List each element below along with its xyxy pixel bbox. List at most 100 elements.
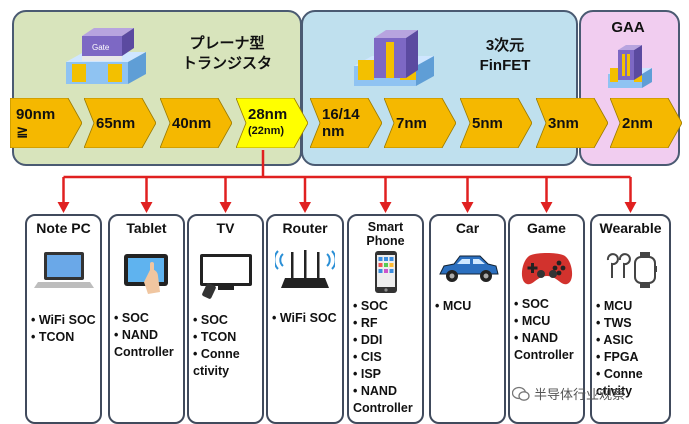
device-chip-list: • SOC• NAND Controller bbox=[114, 310, 174, 361]
chip-text: Controller bbox=[114, 345, 174, 359]
bullet: • bbox=[193, 330, 201, 344]
device-title: Router bbox=[282, 220, 328, 236]
chip-item: • Conne bbox=[596, 366, 643, 383]
chip-item: • SOC bbox=[193, 312, 240, 329]
finfet-title-line2: FinFET bbox=[479, 57, 531, 74]
node-size: 40nm bbox=[172, 114, 212, 132]
arrowhead bbox=[57, 202, 70, 213]
bullet: • bbox=[514, 297, 522, 311]
planar-title-line2: トランジスタ bbox=[181, 55, 272, 72]
device-box: Router • WiFi SOC bbox=[266, 214, 344, 424]
chip-text: Conne bbox=[200, 347, 240, 361]
node-size: 3nm bbox=[548, 114, 579, 132]
chip-text: ctivity bbox=[193, 364, 230, 378]
device-box: Car• MCU bbox=[429, 214, 506, 424]
bullet: • bbox=[514, 314, 522, 328]
chip-text: SOC bbox=[200, 313, 228, 327]
finfet-title: 3次元 FinFET bbox=[450, 36, 560, 76]
bullet: • bbox=[114, 328, 122, 342]
chip-item: • TWS bbox=[596, 315, 643, 332]
chip-item: • ISP bbox=[353, 366, 413, 383]
node-label: 7nm bbox=[396, 98, 427, 148]
bullet: • bbox=[596, 299, 604, 313]
planar-title-line1: プレーナ型 bbox=[189, 35, 265, 52]
finfet-illustration bbox=[354, 30, 434, 86]
bullet: • bbox=[353, 333, 361, 347]
chip-item: • MCU bbox=[435, 298, 471, 315]
device-title: Note PC bbox=[36, 220, 91, 236]
node-size: 65nm bbox=[96, 114, 136, 132]
bullet: • bbox=[596, 367, 604, 381]
chip-text: Conne bbox=[603, 367, 643, 381]
node-chevron: 40nm bbox=[160, 98, 232, 148]
node-chevron: 2nm bbox=[610, 98, 682, 148]
chip-item: • SOC bbox=[114, 310, 174, 327]
node-sub: (22nm) bbox=[248, 125, 285, 137]
node-size: 16/14 bbox=[322, 106, 360, 123]
chip-item: • DDI bbox=[353, 332, 413, 349]
chip-item: • FPGA bbox=[596, 349, 643, 366]
node-label: 40nm bbox=[172, 98, 211, 148]
node-label: 3nm bbox=[548, 98, 579, 148]
laptop-icon bbox=[33, 248, 94, 297]
node-size: 28nm bbox=[248, 106, 288, 123]
node-label: 2nm bbox=[622, 98, 653, 148]
chip-item: • MCU bbox=[596, 298, 643, 315]
device-chip-list: • WiFi SOC bbox=[272, 310, 337, 327]
bullet: • bbox=[353, 316, 361, 330]
chip-item: • SOC bbox=[514, 296, 574, 313]
chip-text: RF bbox=[360, 316, 378, 330]
tv-icon bbox=[196, 250, 256, 305]
node-chevron: 65nm bbox=[84, 98, 156, 148]
chip-item: • RF bbox=[353, 315, 413, 332]
device-box: Smart Phone• SOC• RF• DDI• CIS• ISP• NAN… bbox=[347, 214, 424, 424]
chip-text: WiFi SOC bbox=[38, 313, 96, 327]
bullet: • bbox=[353, 350, 361, 364]
node-label: 90nm≧ bbox=[16, 98, 55, 148]
chip-text: WiFi SOC bbox=[279, 311, 337, 325]
chip-text: FPGA bbox=[603, 350, 639, 364]
finfet-title-line1: 3次元 bbox=[485, 37, 525, 54]
node-label: 28nm (22nm) bbox=[248, 98, 287, 148]
bullet: • bbox=[193, 347, 201, 361]
watermark: 半导体行业观察 bbox=[512, 384, 625, 403]
bullet: • bbox=[596, 333, 604, 347]
bullet: • bbox=[596, 350, 604, 364]
node-size: 7nm bbox=[396, 114, 427, 132]
bullet: • bbox=[31, 313, 39, 327]
chip-text: ISP bbox=[360, 367, 382, 381]
node-size: 90nm bbox=[16, 106, 56, 123]
chip-text: CIS bbox=[360, 350, 382, 364]
gate-label: Gate bbox=[92, 43, 110, 52]
arrowhead bbox=[219, 202, 232, 213]
chip-text: MCU bbox=[521, 314, 551, 328]
smartphone-icon bbox=[373, 250, 399, 299]
bullet: • bbox=[272, 311, 280, 325]
watch-earbuds-icon bbox=[600, 250, 662, 295]
gaa-title: GAA bbox=[611, 19, 645, 36]
device-chip-list: • MCU bbox=[435, 298, 471, 315]
device-title: Tablet bbox=[126, 220, 167, 236]
arrowhead bbox=[140, 202, 153, 213]
chip-text: ctivity bbox=[596, 384, 633, 398]
chip-item: • CIS bbox=[353, 349, 413, 366]
chip-text: TCON bbox=[38, 330, 75, 344]
chip-text: MCU bbox=[442, 299, 472, 313]
wechat-icon bbox=[512, 386, 530, 401]
chip-text: TWS bbox=[603, 316, 632, 330]
chip-text: TCON bbox=[200, 330, 237, 344]
device-box: Note PC • WiFi SOC• TCON bbox=[25, 214, 102, 424]
chip-item: • WiFi SOC bbox=[31, 312, 96, 329]
chip-text: NAND bbox=[121, 328, 158, 342]
chip-item: Controller bbox=[114, 344, 174, 361]
arrowhead bbox=[540, 202, 553, 213]
node-label: 65nm bbox=[96, 98, 135, 148]
chip-text: NAND bbox=[360, 384, 397, 398]
node-size: 5nm bbox=[472, 114, 503, 132]
chip-item: • TCON bbox=[193, 329, 240, 346]
